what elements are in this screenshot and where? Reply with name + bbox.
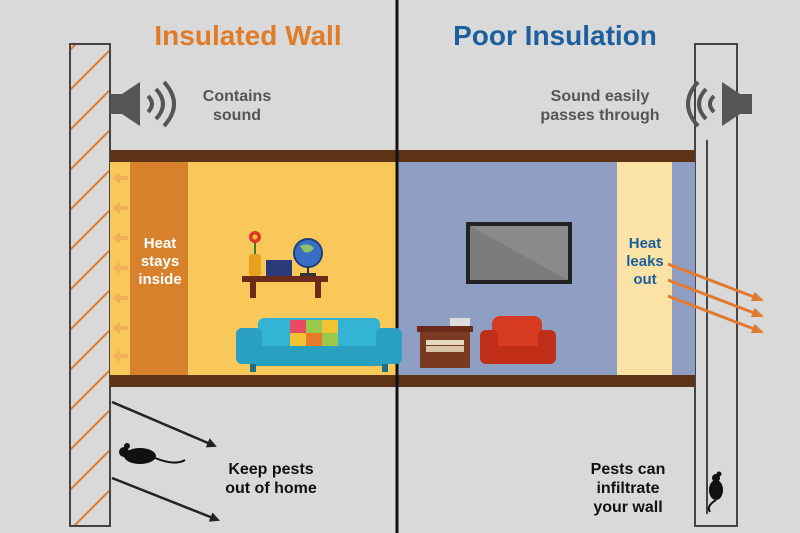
thin-insulation — [617, 160, 672, 376]
speaker-icon — [110, 80, 176, 128]
flower-icon — [249, 231, 261, 276]
pest-block-arrows — [111, 400, 220, 522]
left-title: Insulated Wall — [154, 20, 342, 51]
ceiling-beam — [110, 150, 695, 162]
insulation-layer — [130, 160, 188, 376]
right-title: Poor Insulation — [453, 20, 657, 51]
floor-beam — [110, 375, 695, 387]
side-table-icon — [417, 318, 473, 368]
shelf-icon — [242, 276, 328, 298]
left-heat-label: Heat stays inside — [138, 235, 182, 288]
heat-leak-arrows — [667, 262, 764, 334]
right-heat-label: Heat leaks out — [626, 235, 664, 288]
right-sound-label: Sound easily passes through — [540, 88, 660, 124]
mouse-icon — [119, 443, 186, 464]
right-pests-label: Pests can infiltrate your wall — [590, 461, 666, 516]
box-icon — [266, 260, 292, 276]
tv-icon — [466, 222, 572, 284]
speaker-icon — [686, 80, 752, 128]
globe-icon — [293, 238, 323, 276]
left-pests-label: Keep pests out of home — [225, 461, 317, 497]
mouse-icon — [707, 471, 723, 513]
heat-reflect-arrows — [112, 172, 128, 362]
sofa-icon — [236, 318, 402, 372]
insulated-wall — [69, 43, 111, 527]
left-sound-label: Contains sound — [202, 88, 272, 124]
armchair-icon — [480, 316, 556, 364]
